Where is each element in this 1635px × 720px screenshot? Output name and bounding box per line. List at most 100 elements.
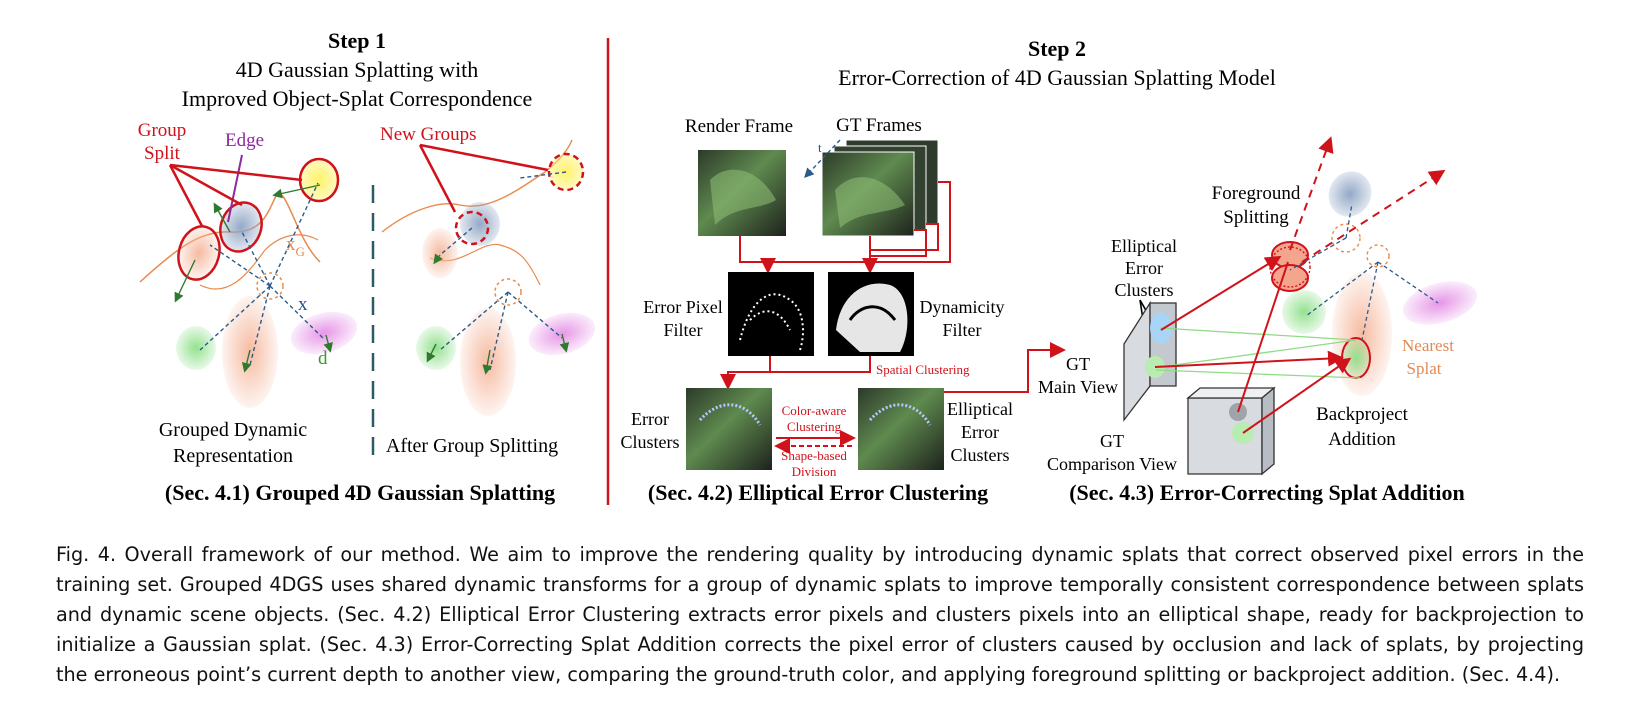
d-arrow	[241, 349, 252, 373]
backproject-ray	[1154, 350, 1344, 368]
split-direction	[1289, 136, 1334, 251]
flow-arrow	[870, 181, 951, 263]
d-arrow	[174, 259, 196, 303]
d-arrow	[323, 334, 333, 353]
dynamicity-line2: Filter	[943, 320, 982, 340]
group-split-pointer	[169, 163, 303, 182]
d-arrow	[272, 184, 321, 199]
step1-panel: Step 1 4D Gaussian Splatting with Improv…	[138, 28, 596, 505]
nearest-line2: Splat	[1407, 359, 1442, 378]
backproject-ray	[1242, 357, 1352, 434]
step2-subtitle: Error-Correction of 4D Gaussian Splattin…	[838, 65, 1276, 90]
d-arrow	[559, 333, 570, 353]
flow-arrow	[728, 356, 871, 373]
render-frame-detail	[710, 169, 776, 225]
split-origin	[1269, 246, 1311, 288]
offset-line	[1289, 237, 1347, 271]
offset-line	[1361, 261, 1379, 341]
group-center	[494, 278, 522, 306]
offset-line	[489, 291, 509, 371]
flow-arrow-to-sec43	[944, 342, 1066, 393]
figure-caption: Fig. 4. Overall framework of our method.…	[56, 543, 1584, 686]
dynamicity-pattern	[836, 283, 908, 352]
dynamicity-line1: Dynamicity	[920, 297, 1005, 317]
offset-line	[1345, 203, 1353, 239]
green-ray	[1159, 327, 1357, 341]
sec42-title: (Sec. 4.2) Elliptical Error Clustering	[648, 480, 988, 505]
group-center	[256, 272, 284, 300]
offset-line	[269, 285, 326, 341]
elliptical-clusters-line1: Elliptical	[947, 399, 1013, 419]
x-label: x	[298, 294, 308, 315]
new-groups-pointer	[418, 144, 457, 213]
elliptical-clusters-line3: Clusters	[1114, 280, 1173, 300]
splat-green	[416, 326, 456, 370]
after-split-diagram	[381, 139, 596, 416]
edge-label: Edge	[225, 130, 264, 151]
offset-line	[1377, 261, 1439, 304]
color-aware-line1: Color-aware	[782, 403, 847, 418]
group-split-pointer	[169, 163, 243, 207]
error-clusters-line2: Clusters	[620, 432, 679, 452]
shape-based-line1: Shape-based	[781, 448, 847, 463]
group-split-label-1: Group	[138, 120, 187, 141]
flow-arrow	[739, 236, 776, 274]
gt-main-line1: GT	[1066, 354, 1090, 374]
elliptical-clusters-line1: Elliptical	[1111, 236, 1177, 256]
sec43-title: (Sec. 4.3) Error-Correcting Splat Additi…	[1069, 480, 1465, 505]
offset-line	[507, 291, 563, 339]
elliptical-clusters-detail	[868, 403, 932, 426]
target-dashed	[1331, 223, 1361, 253]
splat-peach	[177, 225, 221, 281]
trajectory-curve-2	[199, 234, 319, 290]
d-arrow	[426, 343, 437, 363]
elliptical-clusters-line3: Clusters	[950, 445, 1009, 465]
shape-based-line2: Division	[792, 464, 837, 479]
elliptical-clusters-line2: Error	[961, 422, 999, 442]
foreground-line1: Foreground	[1212, 183, 1301, 204]
splat-blue	[219, 201, 263, 253]
offset-line	[269, 182, 319, 287]
elliptical-clusters-line2: Error	[1125, 258, 1163, 278]
step2-panel: Step 2 Error-Correction of 4D Gaussian S…	[620, 36, 1275, 505]
elliptical-clusters-image	[858, 388, 944, 470]
d-arrow	[433, 253, 444, 265]
gt-comp-line1: GT	[1100, 431, 1124, 451]
split-splat-bottom	[1271, 264, 1309, 292]
error-pixel-line2: Filter	[664, 320, 703, 340]
after-group-splitting: After Group Splitting	[386, 435, 558, 457]
sec41-title: (Sec. 4.1) Grouped 4D Gaussian Splatting	[165, 480, 555, 505]
time-label: t	[818, 140, 822, 155]
offset-line	[519, 171, 567, 179]
d-arrow	[482, 349, 493, 375]
backproject-line1: Backproject	[1316, 404, 1409, 425]
error-pixel-pattern	[739, 293, 804, 351]
step1-title: Step 1	[328, 28, 386, 53]
step1-subtitle-line1: 4D Gaussian Splatting with	[236, 57, 479, 82]
flow-arrow	[768, 236, 871, 263]
grouped-dynamic-line2: Representation	[173, 445, 293, 467]
flow-arrow	[870, 229, 927, 257]
new-groups-pointer	[419, 143, 549, 172]
time-axis	[804, 139, 841, 179]
splat-green	[1282, 290, 1326, 334]
group-split-pointer	[168, 164, 204, 227]
splat-pink	[1402, 281, 1478, 325]
gt-comparison-cube-top	[1186, 387, 1276, 399]
flow-arrow	[870, 223, 939, 251]
color-aware-line2: Clustering	[787, 419, 842, 434]
grouped-dynamic-line1: Grouped Dynamic	[159, 419, 307, 441]
error-clusters-line1: Error	[631, 409, 669, 429]
foreground-ray	[1160, 255, 1282, 331]
offset-line	[439, 291, 509, 351]
step3-panel: Foreground Splitting Elliptical Error Cl…	[1038, 136, 1478, 505]
target-dashed	[1366, 244, 1390, 268]
edge-line	[227, 154, 243, 223]
backproject-line2: Addition	[1328, 429, 1396, 450]
offset-line	[199, 285, 271, 351]
d-arrow	[213, 202, 231, 233]
splat-green	[176, 326, 216, 370]
green-ray	[1155, 369, 1361, 379]
offset-line	[241, 231, 271, 287]
error-clusters-detail	[698, 403, 762, 426]
